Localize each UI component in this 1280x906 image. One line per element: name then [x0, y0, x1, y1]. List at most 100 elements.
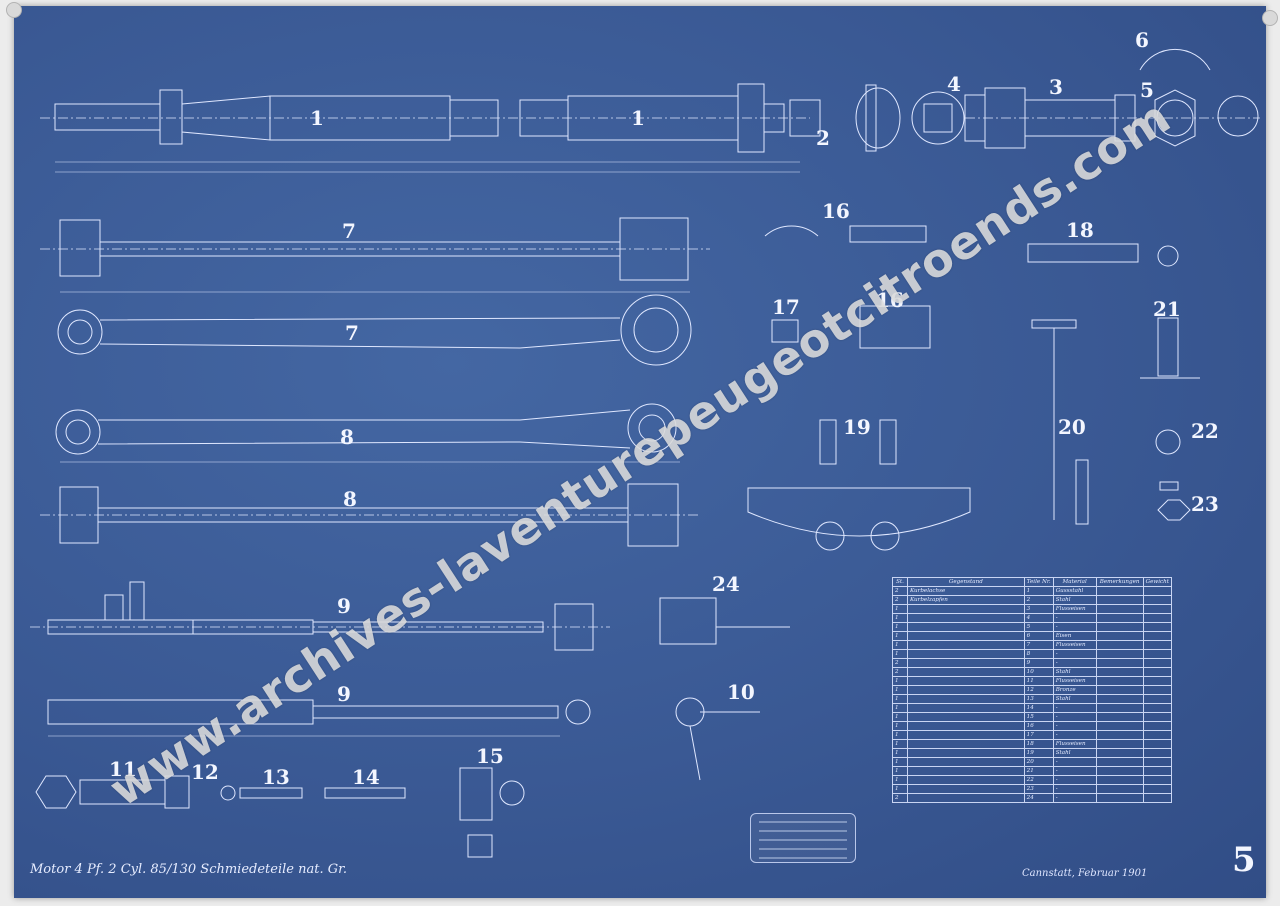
row-item	[906, 739, 1025, 749]
row-qty: 2	[892, 595, 908, 605]
row-weight	[1142, 730, 1173, 740]
row-weight	[1142, 649, 1173, 659]
row-remarks	[1095, 604, 1144, 614]
row-qty: 1	[892, 694, 908, 704]
part-number-9a: 9	[337, 594, 351, 618]
row-weight	[1142, 748, 1173, 758]
row-weight	[1142, 613, 1173, 623]
row-weight	[1142, 640, 1173, 650]
row-qty: 1	[892, 649, 908, 659]
part-number-10: 10	[727, 680, 755, 704]
row-material: Bronze	[1052, 685, 1097, 695]
row-remarks	[1095, 667, 1144, 677]
row-item: Kurbelachse	[906, 586, 1025, 596]
row-remarks	[1095, 766, 1144, 776]
part-number-16a: 16	[822, 199, 850, 223]
part-number-13: 13	[262, 765, 290, 789]
row-qty: 1	[892, 604, 908, 614]
row-part-no: 2	[1023, 595, 1054, 605]
row-material: -	[1052, 703, 1097, 713]
parts-11-15-drawing	[35, 767, 525, 858]
part-number-15: 15	[476, 744, 504, 768]
row-material: -	[1052, 649, 1097, 659]
part-number-24: 24	[712, 572, 740, 596]
part-number-5: 5	[1140, 78, 1154, 102]
row-material: Stahl	[1052, 694, 1097, 704]
part-7-drawing	[40, 217, 710, 366]
header-remarks: Bemerkungen	[1095, 577, 1144, 587]
part-number-21: 21	[1153, 297, 1181, 321]
row-item	[906, 757, 1025, 767]
parts-16-23-drawing	[747, 225, 1200, 551]
row-material: -	[1052, 622, 1097, 632]
row-weight	[1142, 766, 1173, 776]
row-qty: 1	[892, 703, 908, 713]
row-part-no: 15	[1023, 712, 1054, 722]
row-qty: 1	[892, 676, 908, 686]
row-material: -	[1052, 766, 1097, 776]
drawing-stamp	[750, 813, 856, 863]
row-qty: 1	[892, 775, 908, 785]
row-part-no: 1	[1023, 586, 1054, 596]
row-item	[906, 712, 1025, 722]
row-qty: 1	[892, 721, 908, 731]
pin-top-right	[1262, 10, 1278, 26]
row-weight	[1142, 631, 1173, 641]
row-part-no: 14	[1023, 703, 1054, 713]
row-item	[906, 784, 1025, 794]
row-part-no: 3	[1023, 604, 1054, 614]
part-number-3: 3	[1049, 75, 1063, 99]
row-part-no: 7	[1023, 640, 1054, 650]
row-part-no: 23	[1023, 784, 1054, 794]
parts-10-24-drawing	[659, 597, 790, 781]
row-material: Flusseisen	[1052, 604, 1097, 614]
row-material: Flusseisen	[1052, 640, 1097, 650]
row-remarks	[1095, 748, 1144, 758]
row-qty: 1	[892, 685, 908, 695]
row-material: Flusseisen	[1052, 739, 1097, 749]
row-remarks	[1095, 739, 1144, 749]
row-weight	[1142, 739, 1173, 749]
blueprint-sheet	[14, 6, 1266, 898]
row-item	[906, 775, 1025, 785]
part-number-11: 11	[109, 757, 137, 781]
row-item	[906, 676, 1025, 686]
row-qty: 2	[892, 793, 908, 803]
parts-3-4-5-6-drawing	[855, 48, 1260, 152]
part-number-19: 19	[843, 415, 871, 439]
row-remarks	[1095, 730, 1144, 740]
row-item	[906, 613, 1025, 623]
row-weight	[1142, 685, 1173, 695]
row-remarks	[1095, 694, 1144, 704]
header-qty: St.	[892, 577, 908, 587]
row-remarks	[1095, 631, 1144, 641]
row-weight	[1142, 721, 1173, 731]
pin-top-left	[6, 2, 22, 18]
part-9-drawing	[30, 581, 610, 737]
row-part-no: 9	[1023, 658, 1054, 668]
row-item	[906, 667, 1025, 677]
row-qty: 1	[892, 730, 908, 740]
row-item	[906, 658, 1025, 668]
parts-table-row: 1 14-	[892, 703, 1173, 713]
row-weight	[1142, 676, 1173, 686]
row-item	[906, 631, 1025, 641]
row-remarks	[1095, 703, 1144, 713]
part-number-22: 22	[1191, 419, 1219, 443]
row-part-no: 24	[1023, 793, 1054, 803]
row-material: -	[1052, 793, 1097, 803]
